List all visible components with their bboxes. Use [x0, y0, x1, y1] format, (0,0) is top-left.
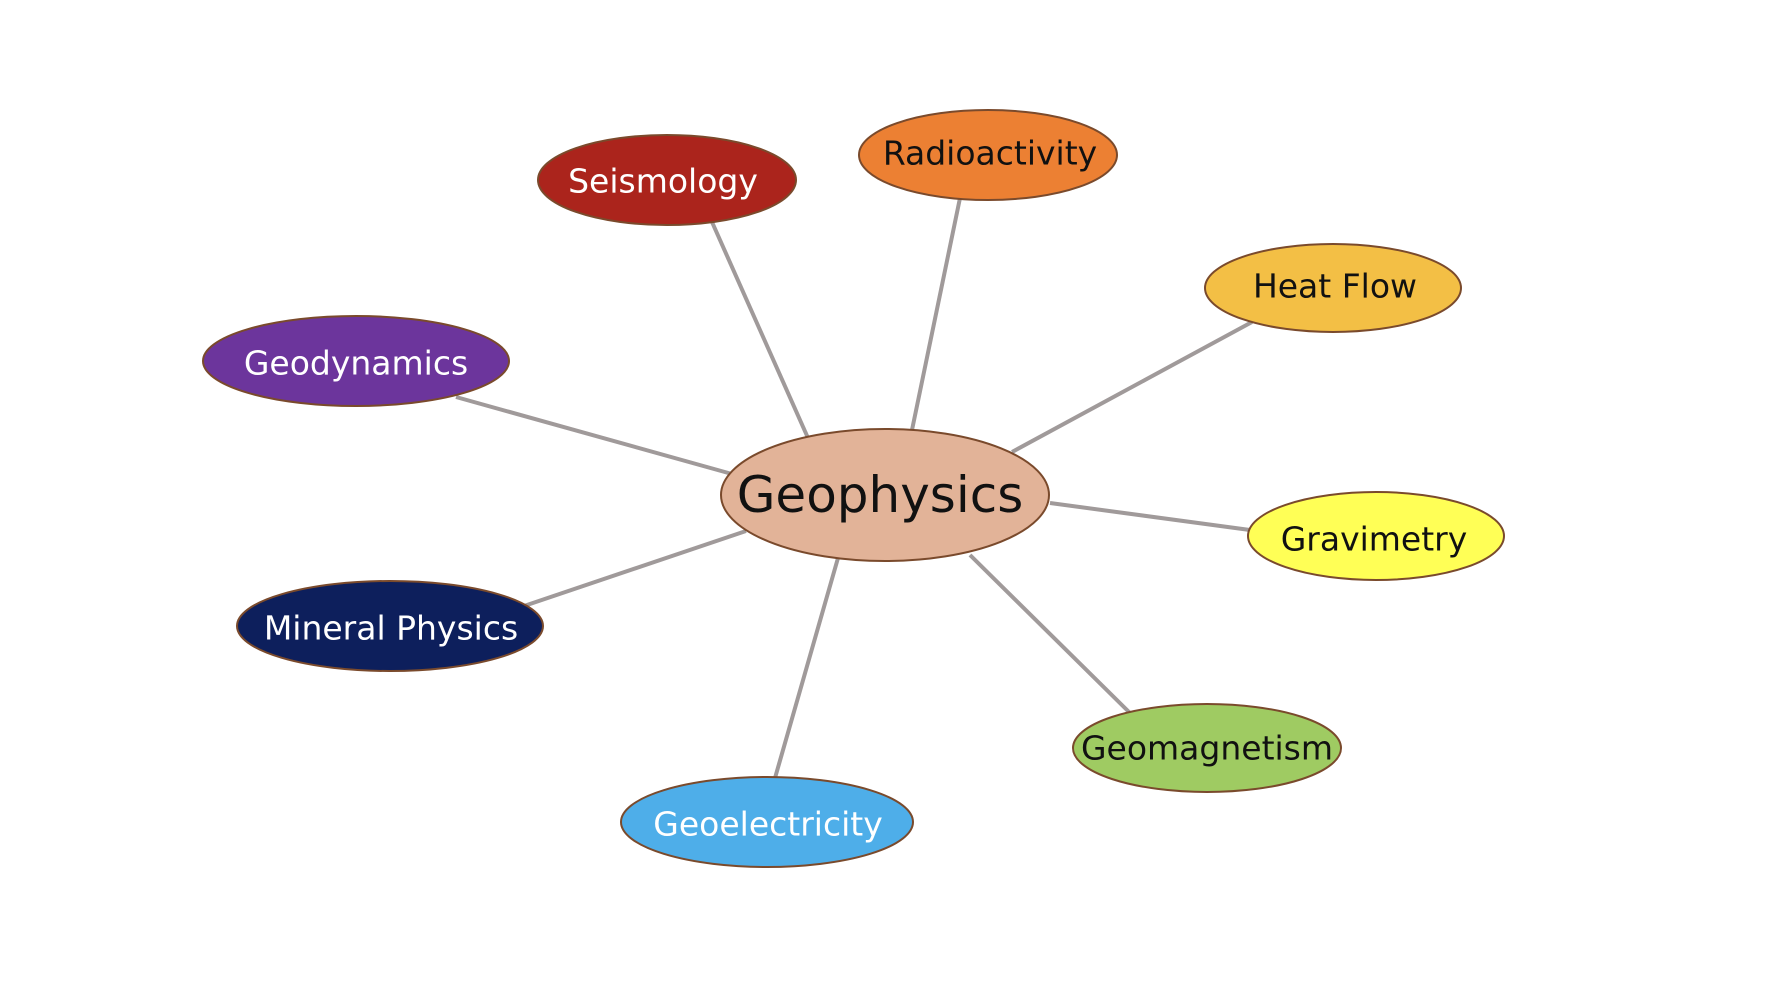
- connector-seismology: [710, 221, 810, 439]
- node-ellipse: [858, 109, 1118, 201]
- topic-node-heat-flow[interactable]: Heat Flow: [1204, 243, 1462, 333]
- node-label: Geodynamics: [244, 344, 468, 383]
- node-label: Seismology: [568, 162, 758, 201]
- node-label: Mineral Physics: [264, 609, 518, 648]
- connector-geoelectricity: [773, 557, 840, 779]
- connector-heat-flow: [1011, 320, 1253, 454]
- connector-lines: [455, 197, 1253, 779]
- node-label: Geomagnetism: [1081, 729, 1333, 768]
- center-ellipse: [720, 428, 1050, 562]
- connector-radioactivity: [910, 197, 962, 431]
- node-label: Geoelectricity: [653, 805, 882, 844]
- node-ellipse: [236, 580, 544, 672]
- node-label: Heat Flow: [1253, 267, 1417, 306]
- connector-mineral-physics: [523, 529, 747, 608]
- node-ellipse: [620, 776, 914, 868]
- topic-node-geomagnetism[interactable]: Geomagnetism: [1072, 703, 1342, 793]
- node-ellipse: [1204, 243, 1462, 333]
- topic-node-radioactivity[interactable]: Radioactivity: [858, 109, 1118, 201]
- topic-node-mineral-physics[interactable]: Mineral Physics: [236, 580, 544, 672]
- topic-node-seismology[interactable]: Seismology: [537, 134, 797, 226]
- node-ellipse: [202, 315, 510, 407]
- node-ellipse: [1247, 491, 1505, 581]
- node-label: Gravimetry: [1281, 520, 1468, 559]
- connector-geomagnetism: [968, 553, 1132, 715]
- topic-node-geodynamics[interactable]: Geodynamics: [202, 315, 510, 407]
- node-ellipse: [537, 134, 797, 226]
- topic-node-geoelectricity[interactable]: Geoelectricity: [620, 776, 914, 868]
- connector-geodynamics: [455, 395, 733, 476]
- topic-node-gravimetry[interactable]: Gravimetry: [1247, 491, 1505, 581]
- center-label: Geophysics: [737, 466, 1024, 524]
- center-node-geophysics[interactable]: Geophysics: [720, 428, 1050, 562]
- connector-gravimetry: [1049, 501, 1251, 532]
- node-ellipse: [1072, 703, 1342, 793]
- node-label: Radioactivity: [883, 134, 1097, 173]
